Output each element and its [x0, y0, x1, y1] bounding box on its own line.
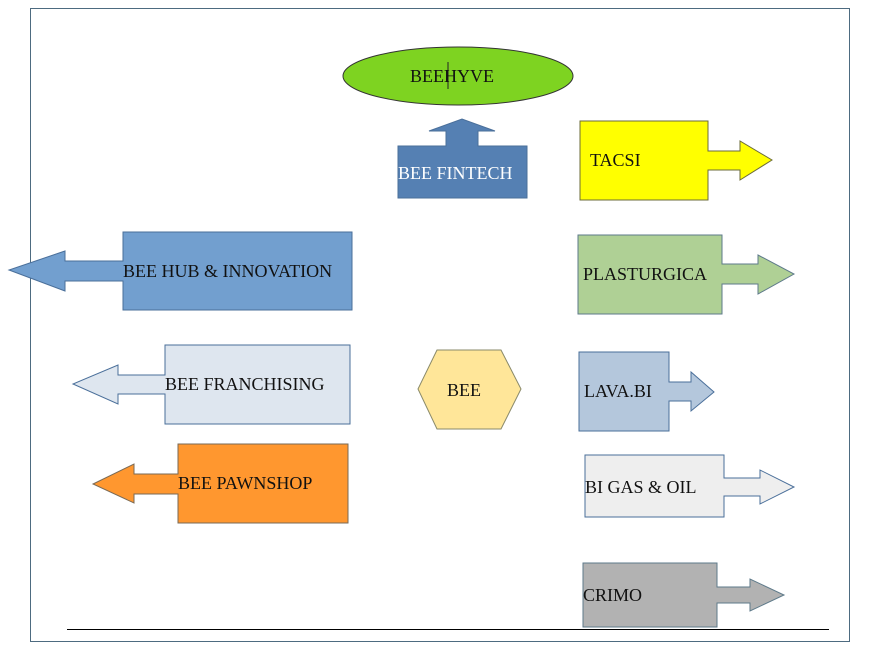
crimo-shape[interactable] [582, 562, 786, 628]
bee-franchising-shape[interactable] [71, 344, 351, 425]
plasturgica-shape[interactable] [577, 234, 796, 315]
bee-pawnshop-shape[interactable] [91, 443, 349, 524]
bee-pawnshop-label: BEE PAWNSHOP [178, 473, 313, 493]
crimo-label: CRIMO [583, 585, 643, 605]
bee-hub-innovation-shape[interactable] [7, 231, 353, 311]
bee-franchising-label: BEE FRANCHISING [165, 374, 325, 394]
plasturgica-label: PLASTURGICA [583, 264, 708, 284]
bee-center-label: BEE [447, 380, 481, 400]
bee-fintech-label: BEE FINTECH [398, 163, 513, 183]
bee-hyve-label: BEEHYVE [410, 67, 494, 85]
tacsi-label: TACSI [590, 150, 641, 170]
bee-hyve-ellipse[interactable] [342, 46, 574, 106]
bi-gas-oil-shape[interactable] [584, 454, 796, 518]
bee-hub-innovation-label: BEE HUB & INNOVATION [123, 261, 333, 281]
lava-bi-shape[interactable] [578, 351, 715, 432]
bee-hyve-label-part: BEE [410, 66, 444, 86]
bee-hyve-label-part: HYVE [444, 66, 494, 86]
tacsi-shape[interactable] [579, 120, 773, 201]
bottom-divider [67, 629, 829, 630]
bee-hexagon[interactable] [417, 349, 522, 430]
bi-gas-oil-label: BI GAS & OIL [585, 477, 697, 497]
page-frame [30, 8, 850, 642]
lava-bi-label: LAVA.BI [584, 381, 652, 401]
bee-fintech-shape[interactable] [397, 118, 528, 199]
